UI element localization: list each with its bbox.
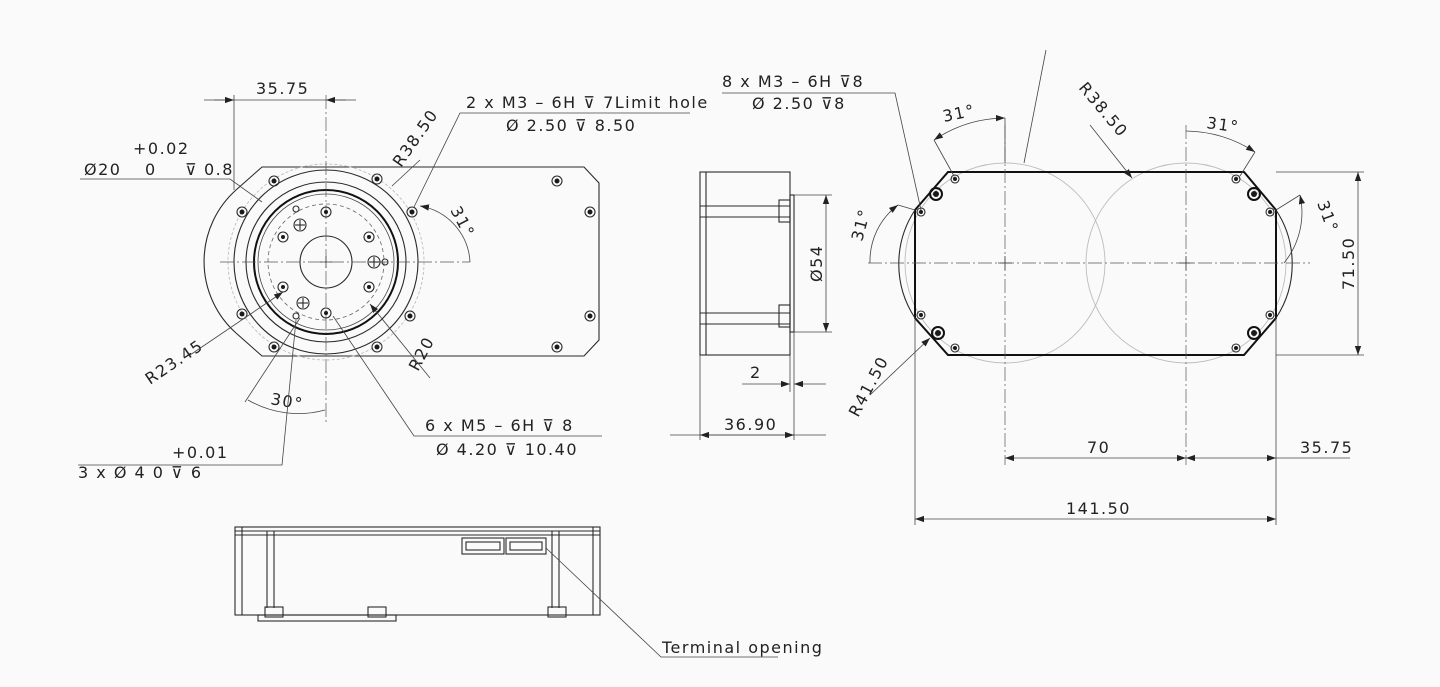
pin-tol-plus: +0.01 xyxy=(172,443,229,462)
tol-plus-label: +0.02 xyxy=(133,139,190,158)
bottom-body xyxy=(234,526,601,616)
front-body-outline xyxy=(235,166,600,357)
side-dim-2: 2 xyxy=(750,363,762,382)
bottom-base-plate xyxy=(257,614,397,622)
terminal-slot-1 xyxy=(461,537,505,555)
bore-diameter-label: Ø20 xyxy=(84,160,121,179)
m5-drill: Ø 4.20 ⊽ 10.40 xyxy=(436,440,578,459)
back-m3-drill: Ø 2.50 ⊽8 xyxy=(752,94,846,113)
back-dim-14150: 141.50 xyxy=(1066,499,1131,518)
back-angle-top-left: 31° xyxy=(941,100,977,125)
depth-symbol: ⊽ xyxy=(185,160,198,179)
side-body xyxy=(699,171,791,356)
back-dim-70: 70 xyxy=(1087,438,1110,457)
terminal-leader xyxy=(545,547,778,658)
angle-31-arc xyxy=(419,204,471,263)
bottom-view: Terminal opening xyxy=(234,526,823,658)
radius-r2345-label: R23.45 xyxy=(142,336,207,389)
back-top-leader xyxy=(1023,49,1047,164)
radius-r3850-label: R38.50 xyxy=(389,105,442,170)
side-dim-3690: 36.90 xyxy=(724,415,777,434)
back-angle-top-right: 31° xyxy=(1205,113,1240,136)
back-radius-r3850: R38.50 xyxy=(1075,78,1132,141)
side-dia54-label: Ø54 xyxy=(807,245,826,282)
angle-30-arc xyxy=(247,399,326,414)
m5-bolt-holes xyxy=(277,206,375,319)
back-screws xyxy=(916,174,1275,353)
back-view: 8 x M3 – 6H ⊽8 Ø 2.50 ⊽8 31° 31° R38.50 … xyxy=(722,49,1364,525)
side-flange xyxy=(789,194,795,333)
back-radius-r4150: R41.50 xyxy=(845,353,893,420)
back-body-outline xyxy=(914,171,1277,356)
limit-hole-spec: 2 x M3 – 6H ⊽ 7Limit hole xyxy=(466,93,709,112)
dim-front-width: 35.75 xyxy=(256,79,309,98)
back-angle-left: 31° xyxy=(848,206,875,243)
front-body-arc xyxy=(203,189,237,334)
back-m3-spec: 8 x M3 – 6H ⊽8 xyxy=(722,72,864,91)
back-dim-3575: 35.75 xyxy=(1300,438,1353,457)
tol-zero-label: 0 xyxy=(145,160,157,179)
m5-spec: 6 x M5 – 6H ⊽ 8 xyxy=(425,416,574,435)
terminal-slot-2 xyxy=(505,537,547,555)
pin-spec: 3 x Ø 4 0 ⊽ 6 xyxy=(78,463,203,482)
bore-depth-label: 0.8 xyxy=(204,160,234,179)
terminal-opening-label: Terminal opening xyxy=(661,638,823,657)
pin-holes xyxy=(292,205,389,320)
limit-hole-drill: Ø 2.50 ⊽ 8.50 xyxy=(506,116,636,135)
front-view: 35.75 +0.02 Ø20 0 ⊽ 0.8 R38.50 2 x M3 – … xyxy=(78,79,709,482)
back-angle-right: 31° xyxy=(1313,198,1342,235)
back-height-7150: 71.50 xyxy=(1339,237,1358,290)
front-edge-screws xyxy=(236,173,596,353)
side-view: Ø54 2 36.90 xyxy=(670,171,832,440)
